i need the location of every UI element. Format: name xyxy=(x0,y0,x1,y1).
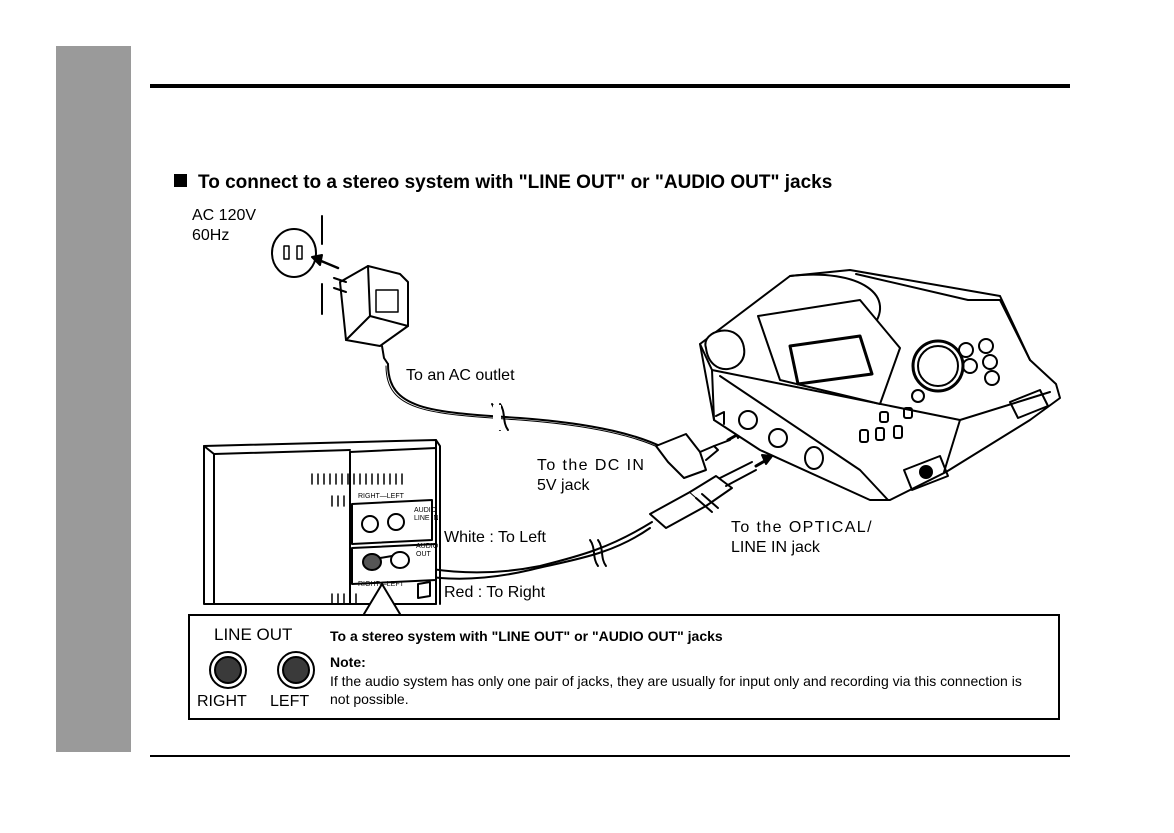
white-lead-label: White : To Left xyxy=(444,529,546,546)
upper-right-left-label: RIGHT—LEFT xyxy=(358,493,405,500)
note-text: If the audio system has only one pair of… xyxy=(330,673,1022,707)
power-spec-line2: 60Hz xyxy=(192,227,230,244)
line-out-label: LINE OUT xyxy=(214,625,293,644)
section-heading: To connect to a stereo system with "LINE… xyxy=(174,172,832,194)
dc-in-label-line2: 5V jack xyxy=(537,477,590,494)
note-box-title: To a stereo system with "LINE OUT" or "A… xyxy=(330,628,723,644)
bullet-square-icon xyxy=(174,174,187,187)
lower-tag-line1: AUDIO xyxy=(416,543,439,550)
ac-outlet-label: To an AC outlet xyxy=(406,367,515,384)
ac-adapter-icon xyxy=(333,265,409,365)
upper-tag-line1: AUDIO xyxy=(414,507,437,514)
optical-in-label-line2: LINE IN jack xyxy=(731,539,820,556)
footer-rule xyxy=(150,755,1070,757)
side-tab xyxy=(56,46,131,752)
lower-right-left-label: RIGHT—LEFT xyxy=(358,581,405,588)
stereo-unit-icon xyxy=(203,439,441,605)
note-label: Note: xyxy=(330,654,366,670)
md-player-icon xyxy=(699,269,1061,501)
left-label: LEFT xyxy=(270,693,310,710)
header-rule xyxy=(150,84,1070,88)
rca-plugs-icon xyxy=(362,551,410,571)
note-box: LINE OUT RIGHT LEFT To a stereo system w… xyxy=(188,614,1060,720)
lower-tag-line2: OUT xyxy=(416,551,432,558)
line-in-plug-icon xyxy=(649,461,757,529)
optical-in-label-line1: To the OPTICAL/ xyxy=(731,519,873,536)
right-label: RIGHT xyxy=(197,693,247,710)
right-jack-icon xyxy=(209,651,247,689)
section-heading-text: To connect to a stereo system with "LINE… xyxy=(198,172,833,193)
red-lead-label: Red : To Right xyxy=(444,584,546,601)
dc-plug-icon xyxy=(655,433,731,479)
wall-outlet-icon xyxy=(271,215,323,315)
upper-tag-line2: LINE IN xyxy=(414,515,439,522)
power-spec-line1: AC 120V xyxy=(192,207,257,224)
dc-in-label-line1: To the DC IN xyxy=(537,457,646,474)
left-jack-icon xyxy=(277,651,315,689)
